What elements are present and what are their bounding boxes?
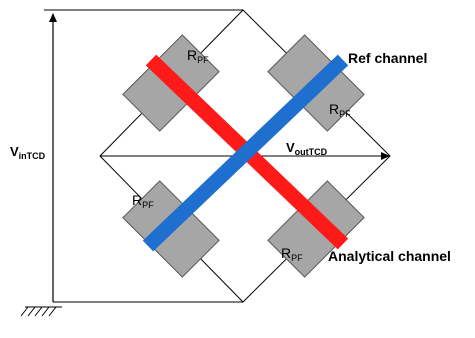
ref-channel-bar [142, 54, 349, 252]
vout-label: VoutTCD [286, 140, 328, 157]
rpf-label-bottom-left: RPF [132, 192, 154, 210]
vin-label: VinTCD [10, 144, 46, 161]
rpf-label-bottom-right: RPF [281, 245, 303, 263]
rpf-label-top-left: RPF [187, 47, 209, 65]
ref-channel-label: Ref channel [348, 50, 427, 66]
rpf-label-top-right: RPF [329, 101, 351, 119]
ground-icon [20, 306, 62, 317]
analytical-channel-label: Analytical channel [328, 248, 451, 264]
